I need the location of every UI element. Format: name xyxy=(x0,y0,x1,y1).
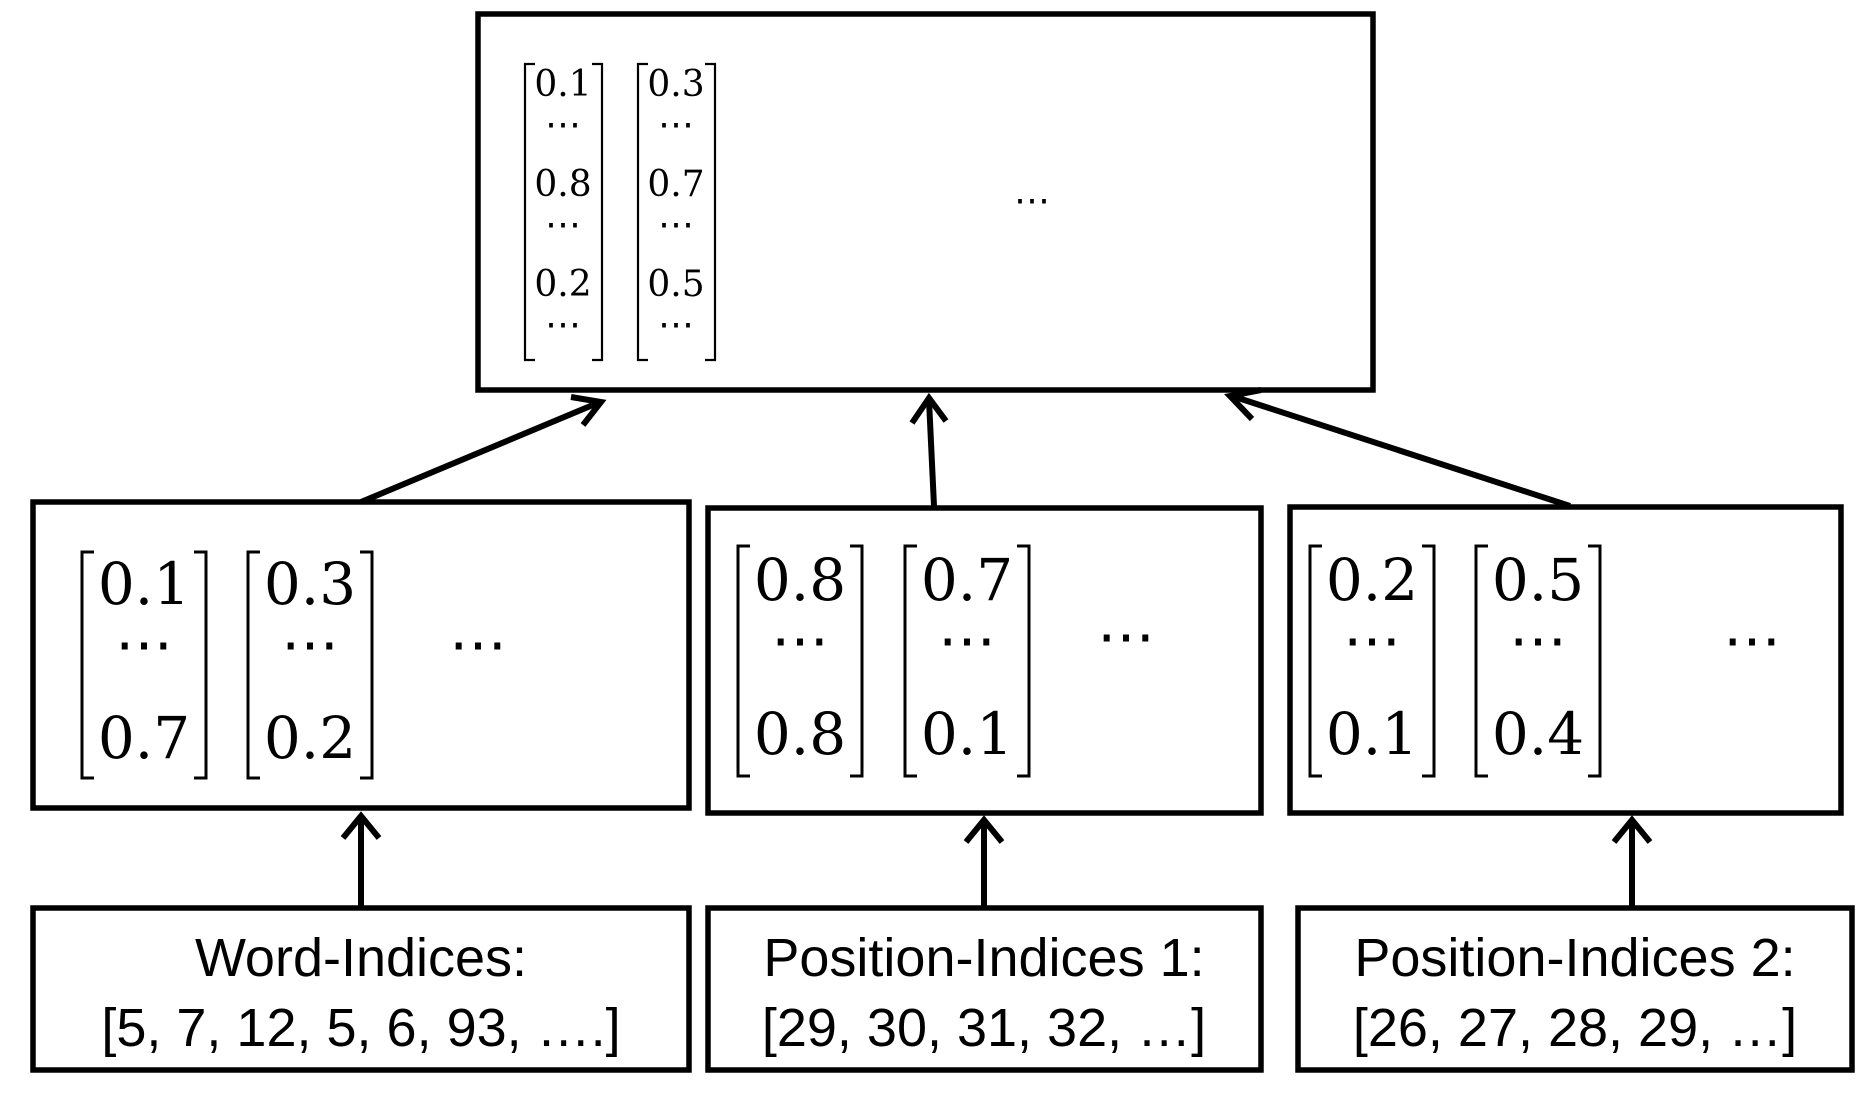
combined-vector-1-dots-3: ⋯ xyxy=(545,304,581,345)
position-2-embedding-vector-1-dots: ⋯ xyxy=(1343,606,1401,674)
word-embedding-ellipsis: ⋯ xyxy=(449,610,507,678)
position-indices-1-title: Position-Indices 1: xyxy=(763,928,1204,988)
word-embedding-vector-1: 0.1 ⋯ 0.7 xyxy=(80,550,208,780)
position-2-embedding-vector-2-value-2: 0.4 xyxy=(1492,700,1584,768)
word-embedding-vector-2-dots: ⋯ xyxy=(281,610,339,678)
combined-ellipsis: ⋯ xyxy=(1014,180,1050,221)
position-1-embedding-vector-2-dots: ⋯ xyxy=(938,606,996,674)
combined-vector-1-value-3: 0.2 xyxy=(534,264,591,305)
word-indices-title: Word-Indices: xyxy=(195,928,527,988)
position-1-embedding-vector-2-value-2: 0.1 xyxy=(921,700,1013,768)
position-2-embedding-ellipsis: ⋯ xyxy=(1723,606,1781,674)
word-indices-values: [5, 7, 12, 5, 6, 93, ….] xyxy=(101,998,620,1058)
arrow-position-2-indices-to-embedding xyxy=(1611,815,1653,906)
combined-vector-2-dots-3: ⋯ xyxy=(658,304,694,345)
arrow-position-1-embedding-to-combined xyxy=(909,392,949,507)
combined-embedding-box: 0.1 ⋯ 0.8 ⋯ 0.2 ⋯ 0.3 ⋯ 0.7 ⋯ 0.5 ⋯ ⋯ xyxy=(475,11,1376,393)
position-1-embedding-vector-1: 0.8 ⋯ 0.8 xyxy=(736,544,864,778)
word-embedding-box: 0.1 ⋯ 0.7 0.3 ⋯ 0.2 ⋯ xyxy=(30,499,692,811)
position-indices-2-values: [26, 27, 28, 29, …] xyxy=(1353,998,1797,1058)
position-1-embedding-vector-1-value-1: 0.8 xyxy=(754,546,846,614)
position-2-embedding-vector-2-dots: ⋯ xyxy=(1509,606,1567,674)
combined-vector-2-dots-2: ⋯ xyxy=(658,204,694,245)
combined-vector-2: 0.3 ⋯ 0.7 ⋯ 0.5 ⋯ xyxy=(636,62,717,362)
arrow-word-indices-to-embedding xyxy=(340,811,382,906)
word-embedding-vector-1-value-2: 0.7 xyxy=(98,704,190,772)
combined-vector-2-value-1: 0.3 xyxy=(647,64,704,105)
combined-vector-1-dots-2: ⋯ xyxy=(545,204,581,245)
combined-vector-1: 0.1 ⋯ 0.8 ⋯ 0.2 ⋯ xyxy=(523,62,604,362)
position-1-embedding-vector-1-value-2: 0.8 xyxy=(754,700,846,768)
position-1-embedding-vector-2: 0.7 ⋯ 0.1 xyxy=(903,544,1031,778)
combined-vector-1-value-2: 0.8 xyxy=(534,164,591,205)
combined-vector-2-value-2: 0.7 xyxy=(647,164,704,205)
word-indices-box: Word-Indices: [5, 7, 12, 5, 6, 93, ….] xyxy=(30,905,692,1073)
combined-vector-1-dots-1: ⋯ xyxy=(545,104,581,145)
arrow-word-embedding-to-combined xyxy=(359,394,607,505)
combined-vector-2-value-3: 0.5 xyxy=(647,264,704,305)
position-1-embedding-box: 0.8 ⋯ 0.8 0.7 ⋯ 0.1 ⋯ xyxy=(705,505,1264,816)
position-2-embedding-vector-1-value-2: 0.1 xyxy=(1326,700,1418,768)
position-indices-2-box: Position-Indices 2: [26, 27, 28, 29, …] xyxy=(1295,905,1855,1073)
position-2-embedding-vector-2-value-1: 0.5 xyxy=(1492,546,1584,614)
position-1-embedding-vector-1-dots: ⋯ xyxy=(771,606,829,674)
position-indices-1-values: [29, 30, 31, 32, …] xyxy=(762,998,1206,1058)
position-2-embedding-box: 0.2 ⋯ 0.1 0.5 ⋯ 0.4 ⋯ xyxy=(1287,504,1844,816)
arrow-position-1-indices-to-embedding xyxy=(963,815,1005,906)
position-1-embedding-vector-2-value-1: 0.7 xyxy=(921,546,1013,614)
position-2-embedding-vector-1-value-1: 0.2 xyxy=(1326,546,1418,614)
position-1-embedding-ellipsis: ⋯ xyxy=(1097,602,1155,670)
word-embedding-vector-1-value-1: 0.1 xyxy=(98,550,190,618)
combined-vector-2-dots-1: ⋯ xyxy=(658,104,694,145)
position-2-embedding-vector-2: 0.5 ⋯ 0.4 xyxy=(1474,544,1602,778)
position-indices-1-box: Position-Indices 1: [29, 30, 31, 32, …] xyxy=(705,905,1264,1073)
word-embedding-vector-1-dots: ⋯ xyxy=(115,610,173,678)
word-embedding-vector-2-value-1: 0.3 xyxy=(264,550,356,618)
position-indices-2-title: Position-Indices 2: xyxy=(1354,928,1795,988)
word-embedding-vector-2: 0.3 ⋯ 0.2 xyxy=(246,550,374,780)
word-embedding-vector-2-value-2: 0.2 xyxy=(264,704,356,772)
position-2-embedding-vector-1: 0.2 ⋯ 0.1 xyxy=(1308,544,1436,778)
arrow-position-2-embedding-to-combined xyxy=(1224,387,1571,509)
combined-vector-1-value-1: 0.1 xyxy=(534,64,591,105)
